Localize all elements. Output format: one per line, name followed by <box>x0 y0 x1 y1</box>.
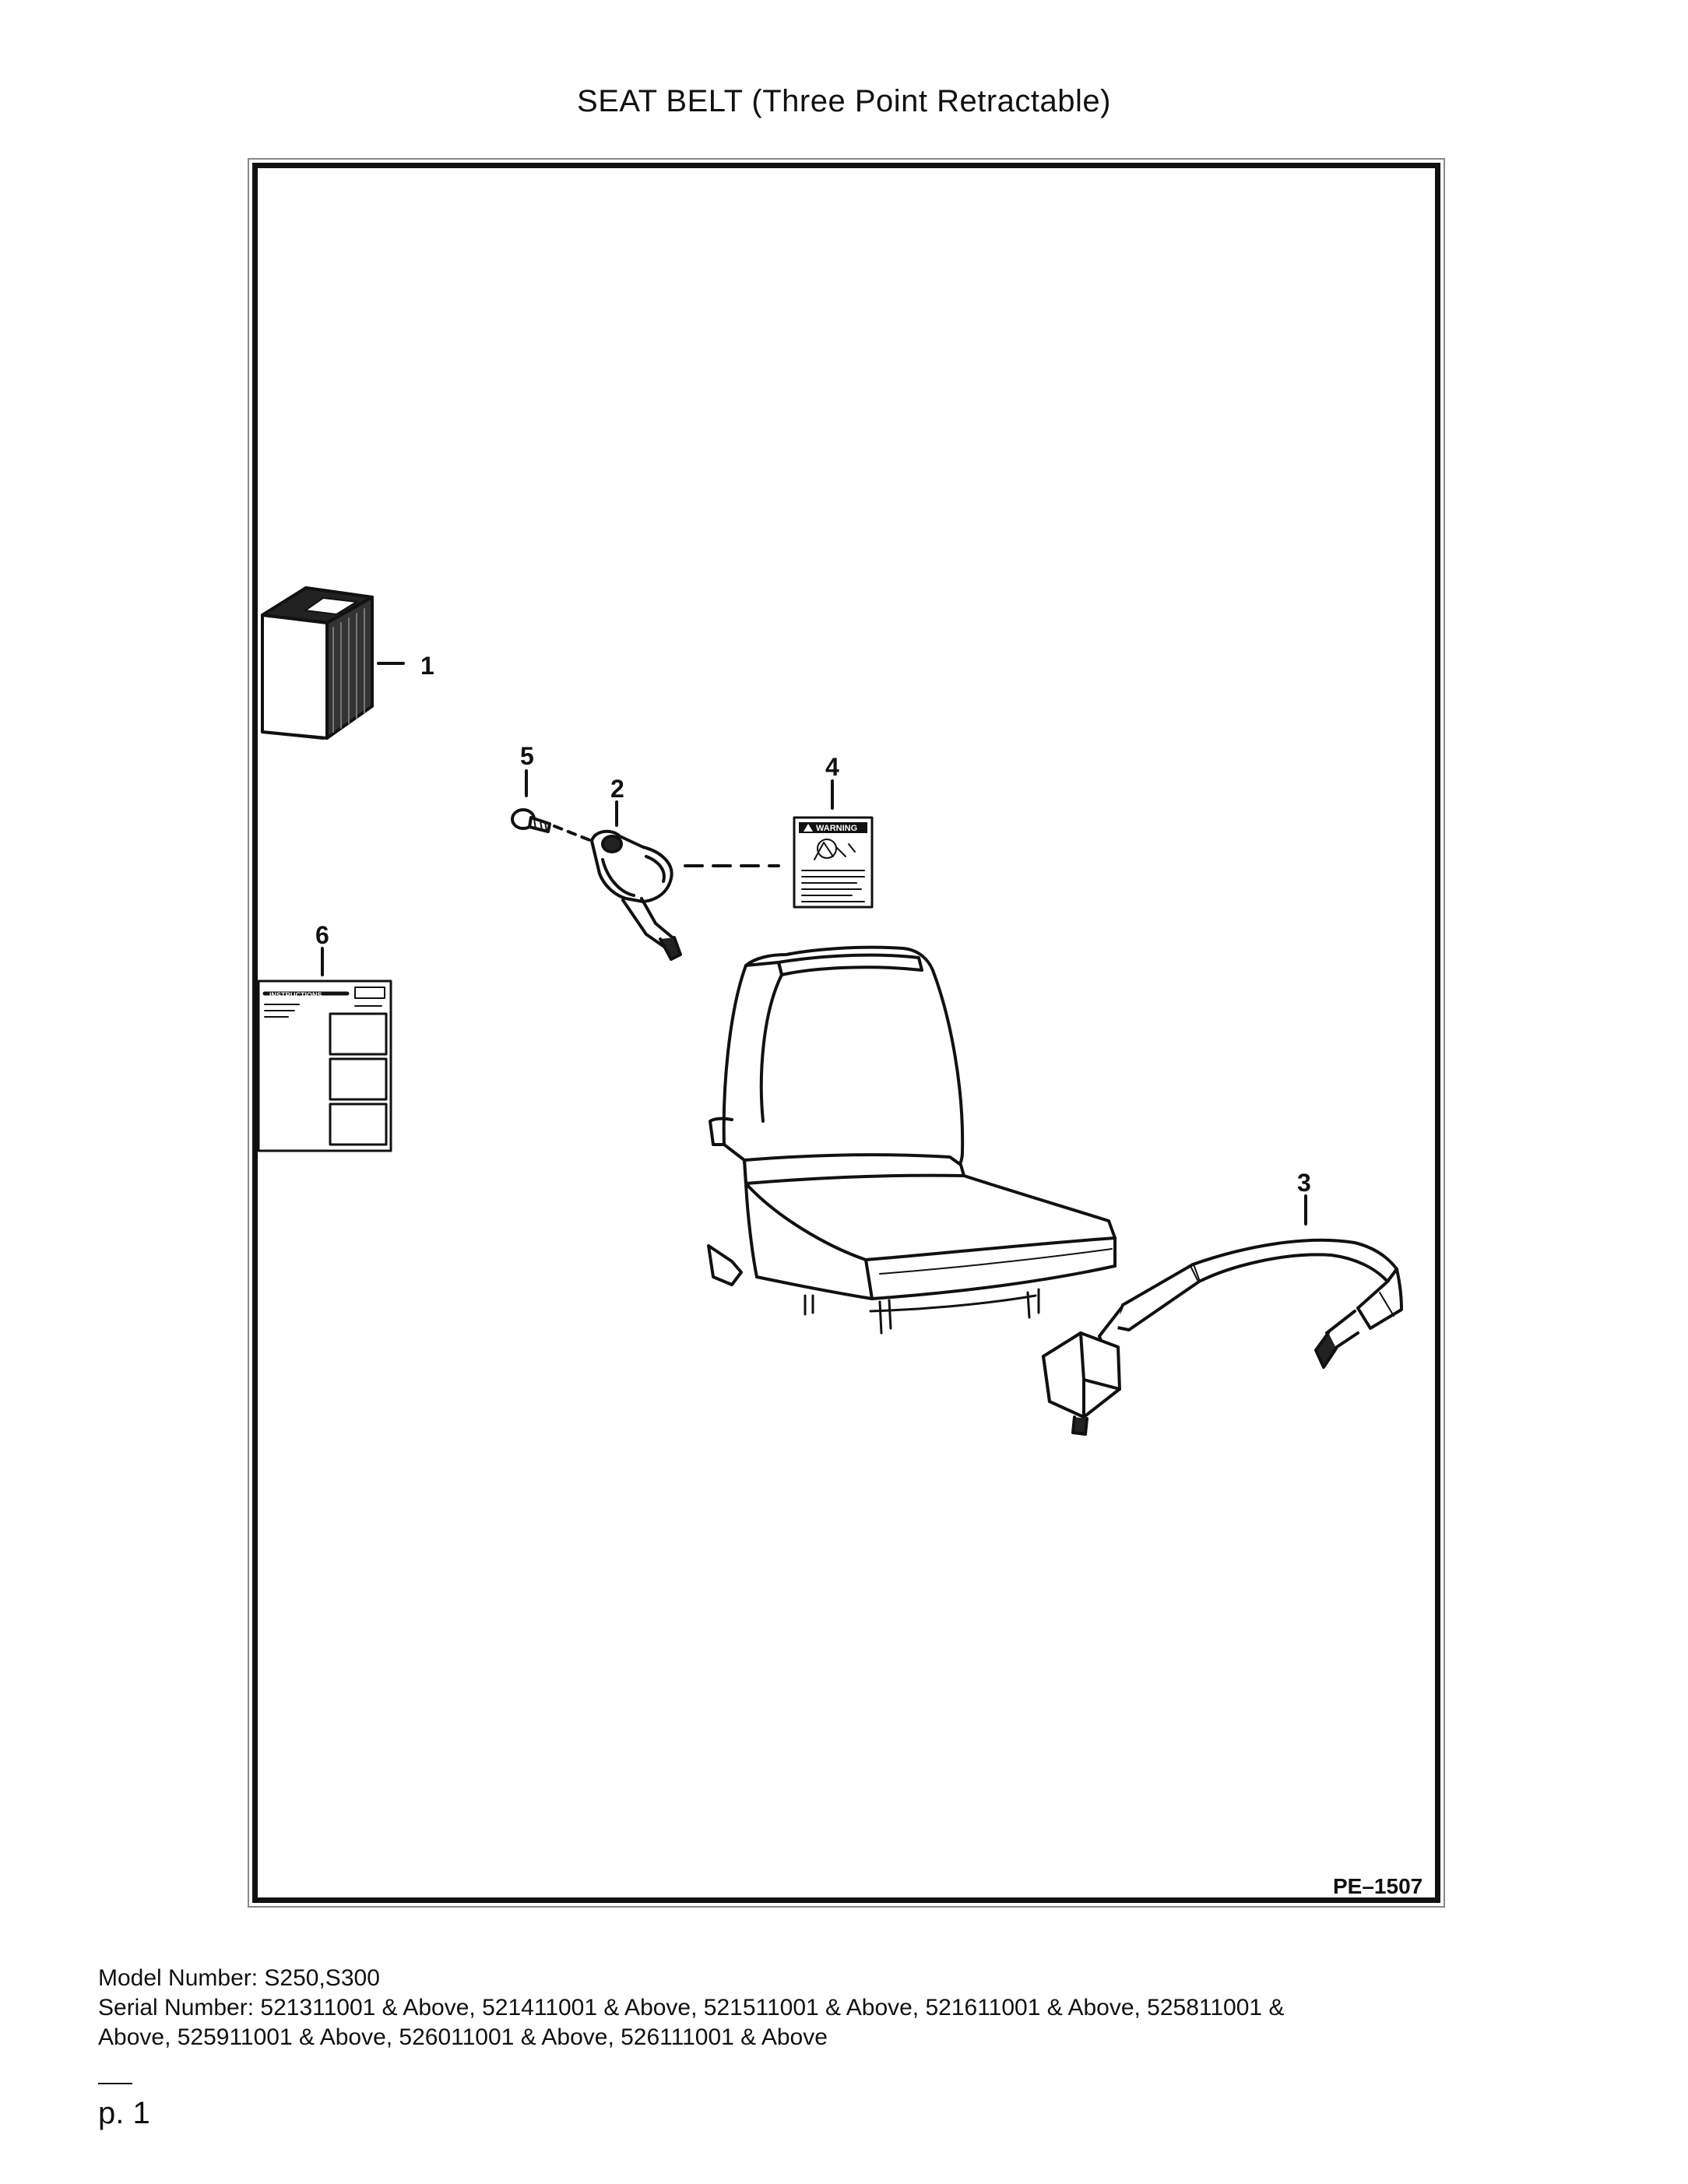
serial-number-line-2: Above, 525911001 & Above, 526011001 & Ab… <box>98 2024 828 2050</box>
callout-6: 6 <box>315 921 329 949</box>
instruction-sheet-header: INSTRUCTIONS <box>269 991 322 999</box>
part-4-warning-decal <box>793 779 874 909</box>
part-1-kit-box <box>261 586 405 740</box>
callout-4: 4 <box>825 753 839 781</box>
warning-decal-header: WARNING <box>816 824 857 833</box>
callout-2: 2 <box>610 775 624 803</box>
diagram-frame <box>252 163 1440 1903</box>
part-6-instruction-sheet <box>257 947 392 1152</box>
figure-reference: PE–1507 <box>1333 1874 1422 1898</box>
part-5-bolt <box>511 769 593 842</box>
seat-illustration <box>707 945 1117 1335</box>
part-2-retractor <box>590 800 780 961</box>
model-number: Model Number: S250,S300 <box>98 1965 380 1991</box>
callout-5: 5 <box>520 742 534 770</box>
callout-1: 1 <box>420 652 434 680</box>
page-number: p. 1 <box>98 2096 150 2130</box>
serial-info: Model Number: S250,S300 Serial Number: 5… <box>98 1964 1601 2052</box>
diagram-outer-frame <box>248 158 1445 1908</box>
callout-3: 3 <box>1297 1169 1311 1197</box>
serial-number-line-1: Serial Number: 521311001 & Above, 521411… <box>98 1995 1285 2020</box>
page-rule <box>98 2083 132 2084</box>
part-3-buckle-belt <box>1042 1194 1403 1436</box>
page-title: SEAT BELT (Three Point Retractable) <box>577 84 1111 118</box>
